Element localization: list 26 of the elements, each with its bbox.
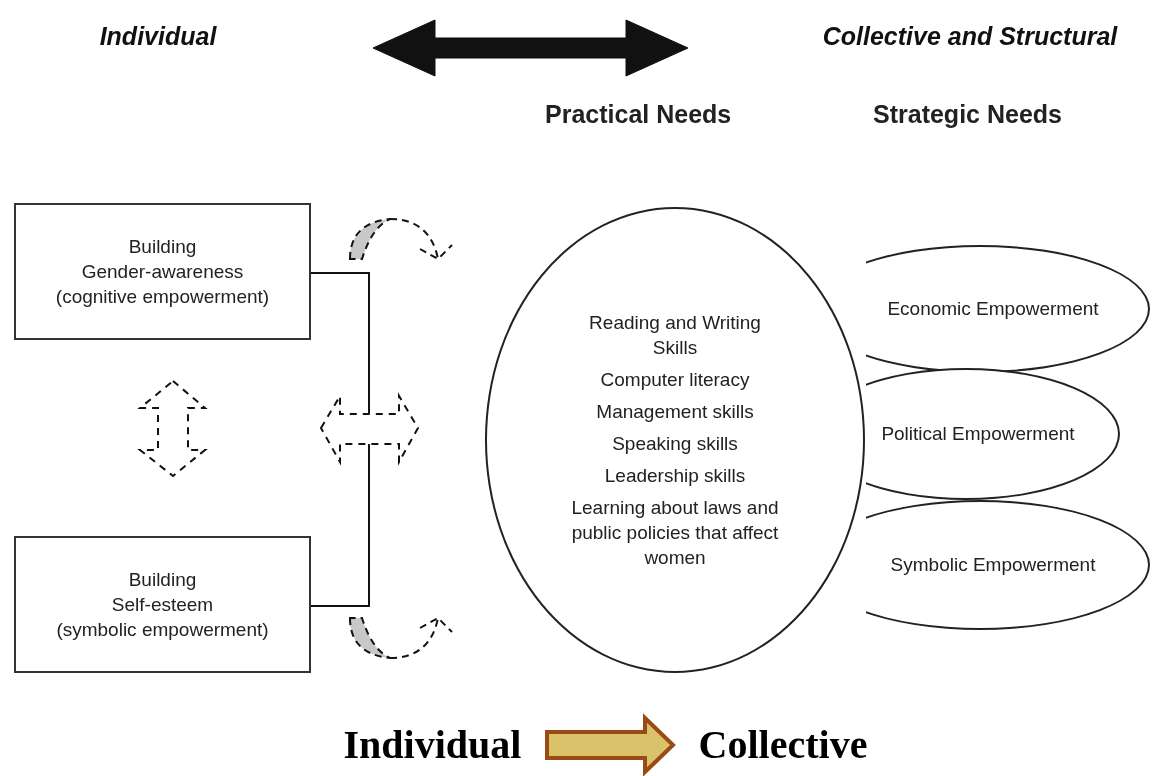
footer-text: Individual — [330, 718, 535, 772]
footer-text: Collective — [683, 718, 883, 772]
block-arrow — [545, 713, 676, 776]
skill-text: Management skills — [596, 399, 754, 424]
node-text: Symbolic Empowerment — [890, 553, 1096, 578]
heading-text: Individual — [78, 18, 238, 54]
skill-text: Computer literacy — [600, 367, 750, 392]
process-box — [14, 203, 311, 340]
node-text: Self-esteem — [111, 592, 214, 617]
skill-text: Speaking skills — [612, 431, 738, 456]
heading-text: Collective and Structural — [780, 18, 1160, 54]
node-text: Gender-awareness — [81, 259, 244, 284]
column-heading: Practical Needs — [545, 100, 732, 129]
column-heading: Strategic Needs — [873, 100, 1062, 129]
node-text: (symbolic empowerment) — [56, 618, 269, 643]
process-box — [14, 536, 311, 673]
skill-text: Learning about laws and public policies that affect women — [570, 496, 780, 571]
node-text: (cognitive empowerment) — [55, 285, 270, 310]
skill-text: Leadership skills — [604, 464, 746, 489]
node-text: Building — [128, 567, 197, 592]
node-text: Economic Empowerment — [887, 297, 1099, 322]
bracket-connector — [310, 272, 370, 607]
node-text: Building — [128, 234, 197, 259]
node-text: Political Empowerment — [881, 422, 1075, 447]
skill-text: Reading and Writing Skills — [588, 310, 762, 360]
block-arrow — [372, 19, 689, 77]
